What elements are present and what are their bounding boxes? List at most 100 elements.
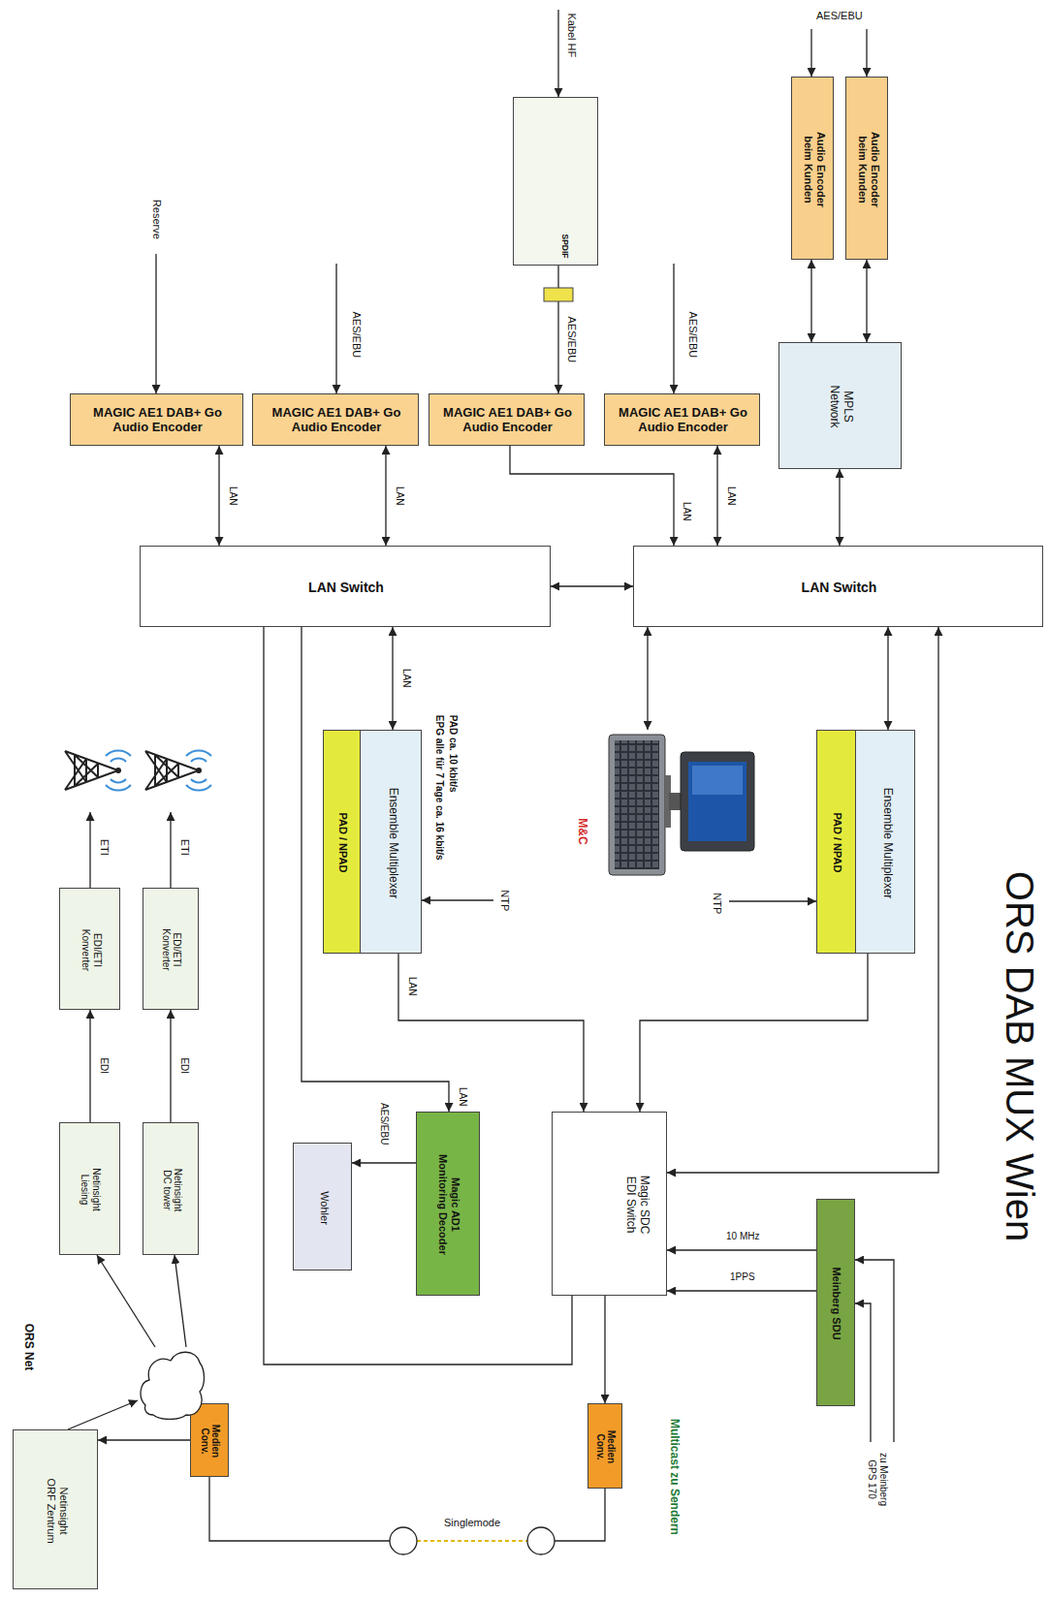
node-text: MAGIC AE1 DAB+ Go Audio Encoder xyxy=(435,406,581,436)
eti-converter: EDI/ETI Konverter xyxy=(59,888,121,1011)
text-area: Ensemble Multiplexer xyxy=(360,730,423,955)
connector-label: 1PPS xyxy=(729,1271,757,1284)
text-area: MAGIC AE1 DAB+ Go Audio Encoder xyxy=(253,394,420,447)
connector xyxy=(666,1249,817,1251)
text-area: Netinsight DC tower xyxy=(143,1123,200,1257)
node-text: LAN Switch xyxy=(308,579,384,596)
connector xyxy=(89,1010,91,1123)
multiplexer-box: Ensemble MultiplexerPAD / NPAD xyxy=(322,730,422,954)
connector-label: 10 MHz xyxy=(725,1231,761,1243)
text-area: PAD / NPAD xyxy=(323,730,362,955)
connector-label: LAN xyxy=(456,1086,469,1108)
fiber-link xyxy=(389,1527,555,1556)
connector xyxy=(174,1255,187,1348)
signal-label: NTP xyxy=(499,889,512,913)
connector xyxy=(509,445,674,546)
node-text: MAGIC AE1 DAB+ Go Audio Encoder xyxy=(263,406,410,436)
monitor-speaker: Wohler xyxy=(292,1143,352,1271)
node-text: SPDIF xyxy=(559,233,570,258)
cloud-outline xyxy=(140,1352,204,1420)
encoder-box: MAGIC AE1 DAB+ Go Audio Encoder xyxy=(252,393,419,446)
network-box: MPLS Network xyxy=(778,342,902,470)
connector xyxy=(169,1010,171,1123)
gps-clock: Meinberg SDU xyxy=(816,1199,856,1407)
node-text: PAD / NPAD xyxy=(830,813,844,874)
cloud-shape xyxy=(137,1347,206,1421)
connector xyxy=(550,585,634,587)
signal-label: EPG alle für 7 Tage ca. 16 kbit/s xyxy=(433,714,445,862)
text-area: M&C xyxy=(571,805,593,858)
netinsight-node: Netinsight Liesing xyxy=(59,1122,121,1256)
signal-label: AES/EBU xyxy=(687,310,700,359)
signal-label: NTP xyxy=(711,891,725,916)
connector-label: LAN xyxy=(406,976,418,997)
media-converter: Medien Conv. xyxy=(190,1403,229,1478)
connector-label: Singlemode xyxy=(443,1517,502,1530)
netinsight-node: Netinsight DC tower xyxy=(142,1122,199,1256)
receiver-box: SPDIF xyxy=(512,96,599,266)
text-area: Wohler xyxy=(293,1143,353,1272)
node-text: M&C xyxy=(574,818,589,845)
connector xyxy=(557,265,559,394)
connector xyxy=(384,445,386,546)
spdif-converter xyxy=(543,287,573,302)
connector xyxy=(838,469,840,546)
node-text: Netinsight DC tower xyxy=(160,1163,184,1217)
node-text: MAGIC AE1 DAB+ Go Audio Encoder xyxy=(85,406,231,436)
eti-converter: EDI/ETI Konverter xyxy=(142,888,199,1011)
connector xyxy=(391,627,393,731)
node-text: MPLS Network xyxy=(827,378,856,437)
netinsight-node: Netinsight ORF Zentrum xyxy=(12,1429,98,1590)
node-text: Magic SDC EDI Switch xyxy=(623,1169,651,1242)
text-area: Ensemble Multiplexer xyxy=(856,730,917,955)
signal-label: AES/EBU xyxy=(350,310,364,359)
connector-label: EDI xyxy=(178,1056,191,1076)
connector xyxy=(716,445,718,546)
signal-label: AES/EBU xyxy=(815,9,864,23)
text-area: EDI/ETI Konverter xyxy=(60,889,122,1012)
text-area: Audio Encoder beim Kunden xyxy=(846,77,890,261)
node-text: Audio Encoder beim Kunden xyxy=(855,126,880,214)
text-area: Magic SDC EDI Switch xyxy=(605,1112,668,1298)
text-area: MAGIC AE1 DAB+ Go Audio Encoder xyxy=(429,394,586,447)
encoder-box: Audio Encoder beim Kunden xyxy=(845,76,889,260)
connector xyxy=(666,1290,817,1292)
text-area: Medien Conv. xyxy=(190,1404,230,1479)
connector xyxy=(96,1255,156,1348)
signal-label: Multicast zu Sendern xyxy=(666,1418,681,1537)
text-area: Netinsight ORF Zentrum xyxy=(13,1430,99,1591)
text-area: MAGIC AE1 DAB+ Go Audio Encoder xyxy=(70,394,245,447)
pad-band: PAD / NPAD xyxy=(322,730,361,954)
connector-label: LAN xyxy=(725,485,737,507)
diagram-title: ORS DAB MUX Wien xyxy=(997,870,1043,1243)
signal-label: Kabel HF xyxy=(566,11,579,59)
connector xyxy=(351,1162,416,1164)
text-area: Medien Conv. xyxy=(588,1404,624,1491)
signal-label: Reserve xyxy=(150,197,163,240)
node-text: ORS Net xyxy=(21,1324,35,1372)
media-converter: Medien Conv. xyxy=(587,1403,623,1490)
encoder-box: Audio Encoder beim Kunden xyxy=(791,76,834,260)
connector xyxy=(301,627,449,1112)
connector-label: EDI xyxy=(97,1056,110,1076)
node-text: Medien Conv. xyxy=(595,1427,618,1468)
text-area: MPLS Network xyxy=(779,343,903,471)
encoder-box: MAGIC AE1 DAB+ Go Audio Encoder xyxy=(603,393,761,446)
connector xyxy=(97,1439,191,1441)
node-text: Wohler xyxy=(317,1191,330,1226)
encoder-box: MAGIC AE1 DAB+ Go Audio Encoder xyxy=(69,393,244,446)
signal-label: PAD ca. 10 kbit/s xyxy=(446,714,459,794)
switch-box: LAN Switch xyxy=(139,545,551,628)
connector xyxy=(810,259,812,343)
text-area: Meinberg SDU xyxy=(817,1200,857,1408)
text-area: PAD / NPAD xyxy=(817,730,858,955)
connector xyxy=(639,953,868,1112)
antenna-icon xyxy=(64,750,212,791)
connector xyxy=(263,627,572,1366)
text-area: LAN Switch xyxy=(140,546,552,629)
node-text: Netinsight Liesing xyxy=(79,1163,102,1217)
node-text: Meinberg SDU xyxy=(830,1267,844,1340)
node-text: LAN Switch xyxy=(801,579,878,596)
text-area: SPDIF xyxy=(542,227,586,265)
connector xyxy=(218,445,220,546)
